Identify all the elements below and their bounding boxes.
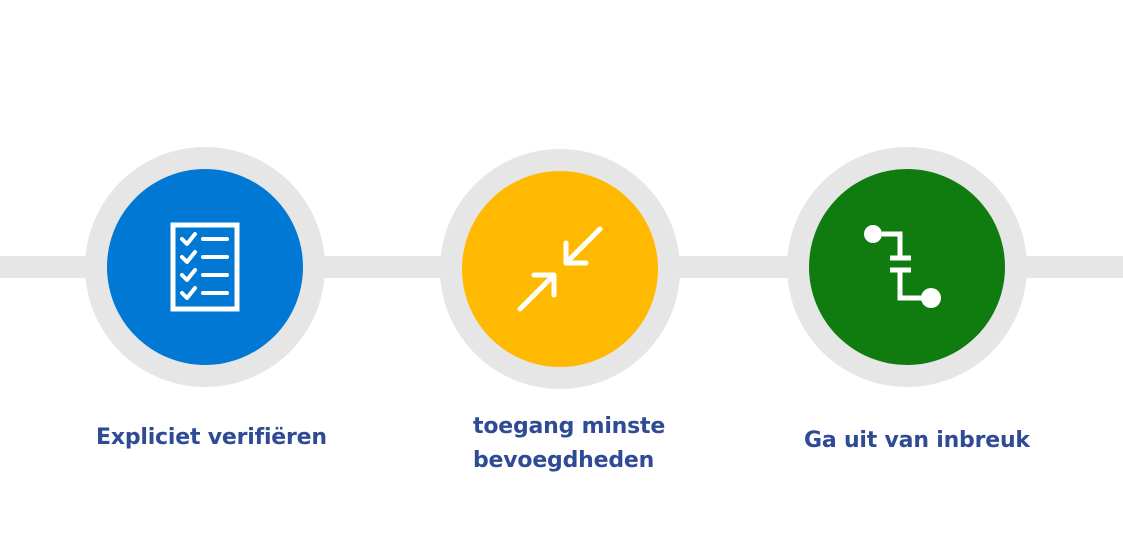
principle-ring-verify [85,147,325,387]
principle-label-least-privilege-line1: toegang minste [473,414,666,439]
principle-label-verify: Expliciet verifiëren [96,425,327,450]
principle-circle-verify [107,169,303,365]
broken-connection-icon [864,225,941,308]
principle-label-assume-breach: Ga uit van inbreuk [804,428,1030,453]
principle-label-least-privilege: toegang minste bevoegdheden [473,410,665,478]
arrows-inward-icon [517,226,603,312]
principle-label-least-privilege-line2: bevoegdheden [473,448,655,473]
principle-ring-assume-breach [787,147,1027,387]
principle-ring-least-privilege [440,149,680,389]
principle-circle-assume-breach [809,169,1005,365]
principle-circle-least-privilege [462,171,658,367]
checklist-icon [170,222,240,312]
